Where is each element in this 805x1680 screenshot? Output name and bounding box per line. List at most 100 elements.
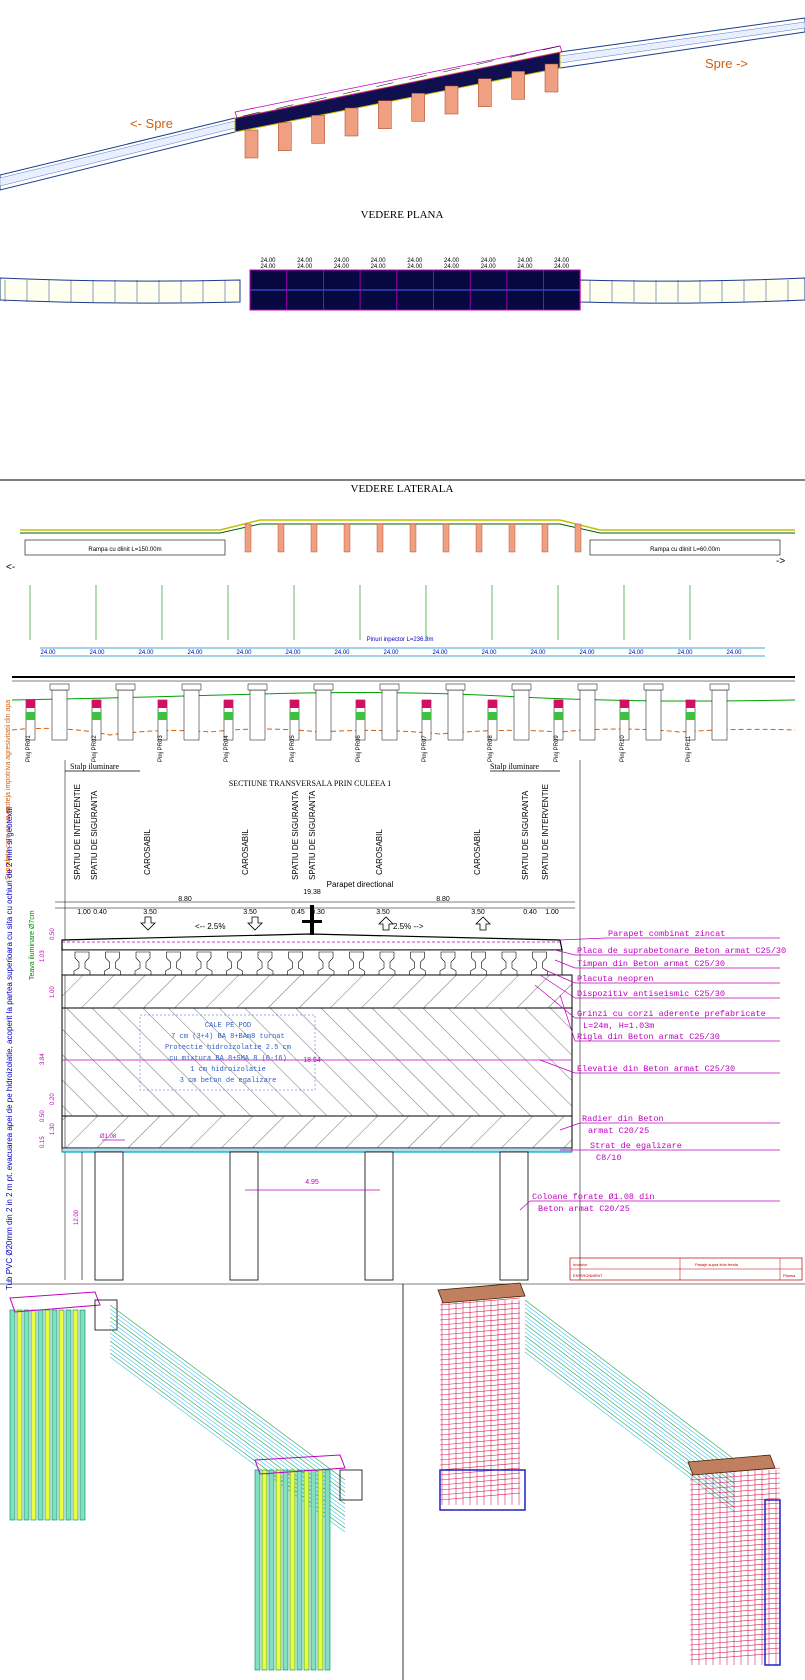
title-block bbox=[569, 1257, 803, 1281]
slope-left: <-- 2.5% bbox=[195, 922, 225, 931]
pier-block bbox=[244, 129, 259, 159]
section-title: SECTIUNE TRANSVERSALA PRIN CULEEA 1 bbox=[229, 779, 392, 788]
plan-span-dim-bottom: 24.00 bbox=[517, 264, 533, 270]
lane-label: CAROSABIL bbox=[241, 829, 250, 875]
section-dim: 1.00 bbox=[77, 909, 91, 916]
section-left-dim: 3.84 bbox=[40, 1053, 46, 1065]
plan-span-dim-bottom: 24.00 bbox=[297, 264, 313, 270]
lane-label: SPATIU DE SIGURANTA bbox=[308, 790, 317, 880]
side-pier bbox=[244, 523, 252, 553]
side-ramp-left: Rampa cu dlinit L=150.00m bbox=[88, 547, 161, 553]
plan-span-dim-top: 24.00 bbox=[554, 258, 570, 264]
lane-label: CAROSABIL bbox=[375, 829, 384, 875]
road-layer: cu mixtura BA 8+SMA 8 (0-16) bbox=[169, 1055, 287, 1063]
light-pole-right: Stalp iluminare bbox=[490, 762, 540, 771]
plan-span-dim-bottom: 24.00 bbox=[444, 264, 460, 270]
side-view bbox=[20, 519, 795, 556]
side-ramp-right: Rampa cu dlinit L=60.00m bbox=[650, 547, 720, 553]
half-width-left: 8.80 bbox=[178, 896, 192, 903]
pier-block bbox=[444, 85, 459, 115]
pier-label: Pinj PR03 bbox=[158, 735, 164, 762]
side-pier bbox=[475, 523, 483, 553]
parapet-label: Parapet directional bbox=[327, 880, 394, 889]
road-layer: 7 cm (3+4) BA 8+BAm8 turnat bbox=[171, 1033, 284, 1041]
deck-width: 18.54 bbox=[303, 1057, 321, 1064]
pile-length: 12.00 bbox=[74, 1209, 80, 1225]
plan-span-dim-top: 24.00 bbox=[407, 258, 423, 264]
plan-span-dim-bottom: 24.00 bbox=[260, 264, 276, 270]
section-left-dim: 0.20 bbox=[50, 1093, 56, 1105]
side-title: VEDERE LATERALA bbox=[351, 483, 454, 495]
section-callout: Timpan din Beton armat C25/30 bbox=[577, 959, 725, 969]
pier-label: Pinj PR09 bbox=[554, 735, 560, 762]
cross-section: SPATIU DE INTERVENTIE SPATIU DE SIGURANTA… bbox=[55, 760, 780, 1281]
lane-label: SPATIU DE SIGURANTA bbox=[291, 790, 300, 880]
elev-span-dim: 24.00 bbox=[236, 650, 252, 656]
pier-block bbox=[378, 100, 392, 129]
pier-label: Pinj PR07 bbox=[422, 735, 428, 762]
lane-label: CAROSABIL bbox=[473, 829, 482, 875]
side-pier bbox=[409, 523, 417, 553]
section-callout: Parapet combinat zincat bbox=[608, 929, 725, 939]
plan-span-dim-top: 24.00 bbox=[371, 258, 387, 264]
column-diameter: Ø1.08 bbox=[100, 1134, 117, 1140]
section-left-dim: 0.50 bbox=[50, 928, 56, 940]
section-left-dim: 1.00 bbox=[50, 986, 56, 998]
note-green: Teava iluminare Ø7cm bbox=[29, 910, 36, 980]
pier-block bbox=[278, 122, 292, 151]
side-arrow-right: -> bbox=[776, 556, 785, 567]
pier-label: Pinj PR01 bbox=[26, 735, 32, 762]
section-callout: Placuta neopren bbox=[577, 974, 654, 984]
plan-span-dim-top: 24.00 bbox=[444, 258, 460, 264]
pier-label: Pinj PR02 bbox=[92, 735, 98, 762]
section-callout: Elevatie din Beton armat C25/30 bbox=[577, 1064, 735, 1074]
elev-span-dim: 24.00 bbox=[40, 650, 56, 656]
plan-span-dim-top: 24.00 bbox=[334, 258, 350, 264]
titleblock-sheet: Plansa bbox=[783, 1273, 796, 1278]
section-left-dim: 0.50 bbox=[40, 1110, 46, 1122]
pier-block bbox=[511, 71, 525, 100]
plan-span-dim-bottom: 24.00 bbox=[371, 264, 387, 270]
section-callout: Rigla din Beton armat C25/30 bbox=[577, 1032, 720, 1042]
plan-span-dim-top: 24.00 bbox=[517, 258, 533, 264]
titleblock-project: Pasaje supra linia ferata bbox=[695, 1262, 739, 1267]
lane-label: SPATIU DE SIGURANTA bbox=[90, 790, 99, 880]
elev-span-dim: 24.00 bbox=[187, 650, 203, 656]
elev-span-dim: 24.00 bbox=[138, 650, 154, 656]
road-layer: CALE PE POD bbox=[205, 1022, 251, 1030]
side-pier bbox=[508, 523, 516, 553]
note-orange: Suprafata care se va proteja impotriva a… bbox=[5, 700, 12, 880]
lane-label: SPATIU DE INTERVENTIE bbox=[541, 784, 550, 880]
elev-span-dim: 24.00 bbox=[579, 650, 595, 656]
side-pier bbox=[442, 523, 450, 553]
elev-span-dim: 24.00 bbox=[383, 650, 399, 656]
side-pier bbox=[574, 523, 582, 553]
elev-span-dim: 24.00 bbox=[481, 650, 497, 656]
section-dim: 1.00 bbox=[545, 909, 559, 916]
road-layer: 1 cm hidroizolatie bbox=[190, 1066, 266, 1074]
section-dim: 3.50 bbox=[471, 909, 485, 916]
section-dim: 3.50 bbox=[143, 909, 157, 916]
pier-block bbox=[544, 63, 559, 93]
pier-block bbox=[311, 115, 325, 144]
section-dim: 0.30 bbox=[311, 909, 325, 916]
light-pole-left: Stalp iluminare bbox=[70, 762, 120, 771]
elev-span-dim: 24.00 bbox=[285, 650, 301, 656]
elev-span-dim: 24.00 bbox=[334, 650, 350, 656]
note-blue: Tub PVC Ø20mm din 2 in 2 m pt. evacuarea… bbox=[5, 807, 14, 1290]
side-arrow-left: <- bbox=[6, 562, 15, 573]
pier-block bbox=[344, 107, 359, 137]
elev-span-dim: 24.00 bbox=[628, 650, 644, 656]
lane-label: SPATIU DE INTERVENTIE bbox=[73, 784, 82, 880]
slope-right: 2.5% --> bbox=[393, 922, 424, 931]
pier-label: Pinj PR10 bbox=[620, 735, 626, 762]
pier-label: Pinj PR08 bbox=[488, 735, 494, 762]
section-callout: Placa de suprabetonare Beton armat C25/3… bbox=[577, 946, 786, 956]
lane-label: CAROSABIL bbox=[143, 829, 152, 875]
rebar-3d-left bbox=[9, 1291, 363, 1671]
road-layer: Protectie hidroizolatie 2.5 cm bbox=[165, 1044, 291, 1052]
elev-span-dim: 24.00 bbox=[89, 650, 105, 656]
